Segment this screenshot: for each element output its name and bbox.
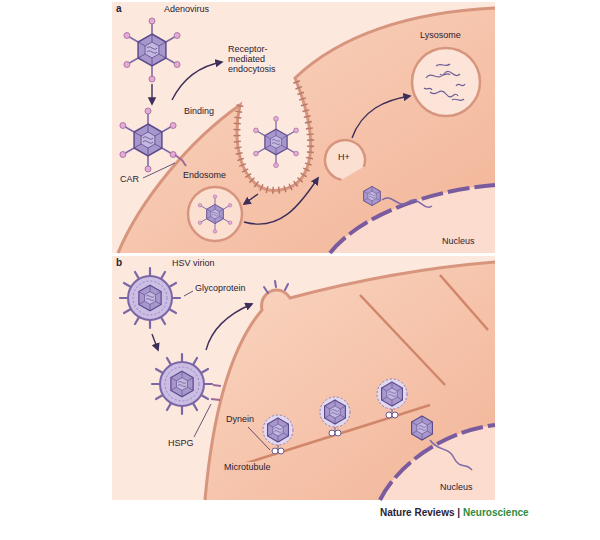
arrow	[152, 334, 158, 350]
leader-line	[248, 427, 270, 450]
adenovirus	[254, 116, 299, 167]
arrow	[244, 178, 318, 224]
nucleus	[380, 425, 495, 500]
protein-label: Dynein	[226, 414, 254, 424]
virus-label: HSV virion	[172, 258, 215, 268]
receptor-label: HSPG	[168, 438, 194, 448]
panel-ground	[112, 2, 495, 253]
capsid	[412, 416, 433, 440]
cytoplasm	[118, 8, 495, 253]
organelle-label: Endosome	[183, 170, 226, 180]
protein-label: Glycoprotein	[195, 283, 246, 293]
organelle-label: Lysosome	[420, 30, 461, 40]
leader-line	[143, 163, 175, 178]
car-receptor	[175, 155, 186, 166]
journal-credit: Nature Reviews |	[380, 508, 460, 518]
journal-credit: Neuroscience	[463, 508, 529, 518]
panel-letter: a	[116, 4, 122, 14]
process-label: Binding	[184, 106, 214, 116]
organelle-label: Nucleus	[440, 482, 473, 492]
viral-dna	[430, 440, 472, 470]
capsid-dynein	[263, 415, 293, 454]
panel-letter: b	[116, 258, 122, 268]
microtubule	[440, 275, 488, 330]
cell-membrane	[118, 8, 495, 253]
organelle-label: Nucleus	[442, 236, 475, 246]
acidified-vesicle	[325, 140, 365, 180]
virus-label: Adenovirus	[164, 4, 209, 14]
structure-label: Microtubule	[222, 462, 273, 472]
process-label: Receptor-mediated endocytosis	[228, 44, 286, 74]
hspg-receptor	[211, 385, 221, 400]
lysosome	[412, 48, 480, 116]
adenovirus	[124, 18, 180, 82]
capsid-dynein	[320, 397, 350, 436]
panel-ground	[112, 256, 495, 500]
arrow	[352, 96, 410, 138]
nuclear-envelope	[380, 425, 495, 500]
hsv-virion	[152, 354, 212, 414]
microtubule	[360, 295, 445, 385]
cell-membrane	[205, 262, 495, 500]
capsid-dynein	[377, 379, 407, 418]
arrow	[206, 304, 252, 350]
receptors	[237, 78, 311, 190]
nuclear-envelope	[330, 185, 495, 253]
arrow	[244, 194, 258, 204]
receptor-label: CAR	[120, 174, 139, 184]
arrow	[172, 62, 222, 100]
arrow	[151, 84, 152, 104]
leader-line	[194, 404, 211, 437]
ion-label: H+	[338, 152, 350, 162]
capsid	[364, 186, 381, 205]
adenovirus	[198, 195, 232, 233]
viral-dna	[382, 198, 432, 207]
glycoprotein-spikes	[264, 281, 288, 293]
nucleus	[330, 185, 495, 253]
endosome	[188, 187, 242, 241]
leader-line	[184, 291, 193, 296]
hsv-virion	[120, 268, 180, 328]
degraded-virus	[424, 64, 465, 100]
cytoplasm	[205, 262, 495, 500]
adenovirus	[120, 108, 176, 172]
